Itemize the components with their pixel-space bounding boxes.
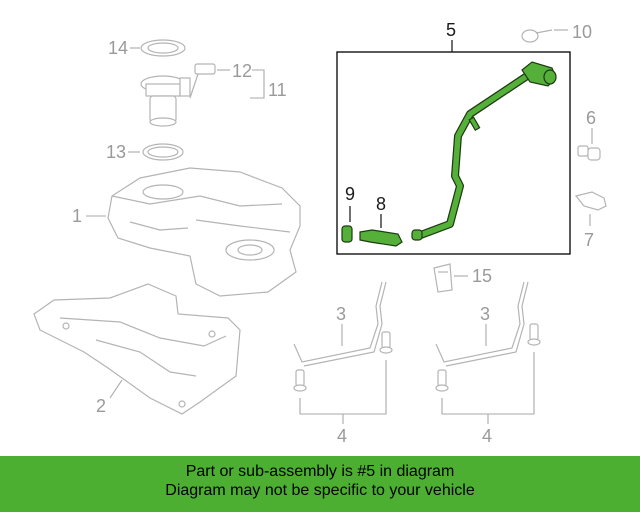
callout-2: 2	[96, 396, 106, 416]
callout-11: 11	[268, 80, 287, 100]
part-5-box	[336, 51, 571, 255]
callout-15: 15	[472, 266, 492, 286]
callout-9: 9	[345, 184, 355, 204]
part-6-nut	[577, 145, 601, 161]
part-3-strap-left	[293, 281, 387, 367]
callout-4-right: 4	[482, 426, 492, 446]
callout-1: 1	[72, 206, 82, 226]
part-4-bolt-left-b	[379, 331, 393, 354]
bracket-4-left	[299, 360, 387, 415]
banner-line-1: Part or sub-assembly is #5 in diagram	[185, 463, 455, 480]
part-11-fuel-pump-module	[140, 75, 191, 127]
callout-4-left: 4	[337, 426, 347, 446]
callout-10: 10	[572, 22, 592, 42]
part-3-strap-right	[435, 281, 529, 367]
part-4-bolt-right-b	[527, 323, 541, 346]
banner-line-2: Diagram may not be specific to your vehi…	[165, 482, 475, 499]
part-13-gasket	[142, 143, 184, 161]
bracket-4-right	[441, 352, 535, 415]
callout-3-right: 3	[480, 304, 490, 324]
part-5-filler-pipe	[411, 61, 557, 241]
callout-12: 12	[232, 61, 252, 81]
part-12-fuel-level-sender	[189, 63, 216, 99]
callout-7: 7	[584, 230, 594, 250]
callout-8: 8	[376, 194, 386, 214]
part-2-heat-shield	[33, 283, 241, 415]
callout-13: 13	[106, 142, 126, 162]
part-9-clamp	[341, 225, 353, 243]
part-4-bolt-right-a	[435, 369, 449, 392]
parts-diagram: 14 12 11 13 1 2	[33, 20, 607, 446]
callout-14: 14	[108, 38, 128, 58]
part-15-bracket	[433, 263, 453, 293]
callout-6: 6	[586, 108, 596, 128]
part-4-bolt-left-a	[293, 369, 307, 392]
info-banner: Part or sub-assembly is #5 in diagram Di…	[0, 456, 640, 512]
leader-2	[109, 379, 123, 399]
bracket-11	[250, 69, 265, 99]
part-7-clip	[574, 191, 607, 211]
part-14-lock-ring	[140, 39, 186, 57]
callout-3-left: 3	[336, 304, 346, 324]
part-8-hose	[359, 229, 403, 247]
callout-5: 5	[446, 20, 456, 40]
part-10-tether	[521, 29, 553, 43]
part-1-fuel-tank	[107, 167, 301, 297]
